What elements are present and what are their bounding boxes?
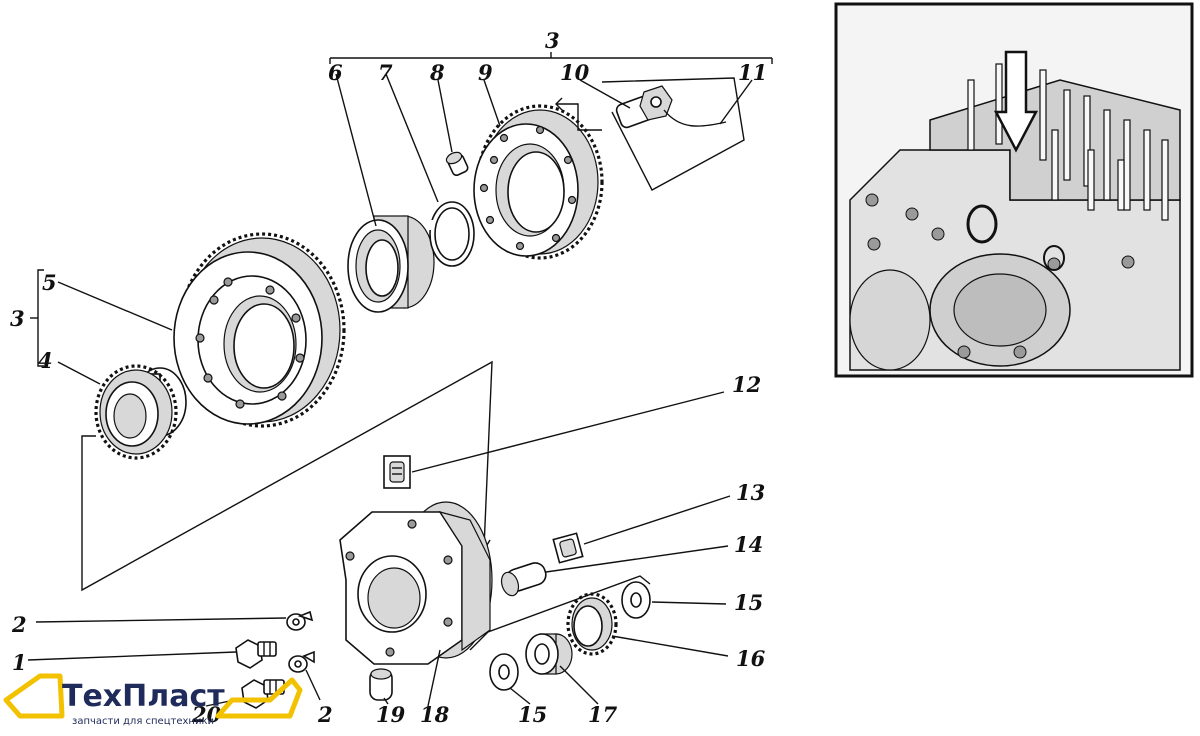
large-gear-5 bbox=[173, 232, 346, 428]
label-5: 5 bbox=[42, 270, 57, 295]
small-gear-4 bbox=[94, 364, 187, 460]
assembly-brace-left bbox=[30, 269, 44, 367]
label-15-left: 15 bbox=[518, 702, 547, 727]
label-2-top: 2 bbox=[11, 612, 27, 637]
logo-name: ТехПласт bbox=[62, 679, 225, 714]
label-7: 7 bbox=[378, 60, 393, 85]
label-13: 13 bbox=[736, 480, 765, 505]
label-10: 10 bbox=[560, 60, 590, 85]
bearing-17 bbox=[525, 633, 573, 675]
sleeve-14 bbox=[500, 562, 547, 597]
snap-ring-7 bbox=[428, 201, 475, 267]
label-2-bottom: 2 bbox=[317, 702, 333, 727]
plug-12 bbox=[383, 455, 411, 489]
fitting-10 bbox=[555, 85, 673, 131]
washer-15-right bbox=[621, 581, 651, 619]
label-4: 4 bbox=[38, 348, 53, 373]
pin-19 bbox=[369, 668, 393, 701]
group-bracket-15-17 bbox=[469, 575, 651, 651]
gear-16 bbox=[566, 592, 618, 656]
label-15-right: 15 bbox=[734, 590, 763, 615]
label-9: 9 bbox=[478, 60, 493, 85]
logo-tagline: запчасти для спецтехники bbox=[72, 716, 214, 727]
down-arrow-icon bbox=[993, 50, 1039, 153]
bearing-6 bbox=[347, 215, 435, 313]
label-3-left: 3 bbox=[10, 306, 25, 331]
label-12: 12 bbox=[732, 372, 761, 397]
assembly-bracket-top bbox=[329, 52, 773, 64]
lock-washer-2-bottom bbox=[288, 650, 315, 673]
ring-gear-9 bbox=[473, 104, 604, 260]
label-19: 19 bbox=[376, 702, 406, 727]
label-18: 18 bbox=[420, 702, 450, 727]
housing-18 bbox=[339, 501, 493, 665]
label-3-top: 3 bbox=[545, 28, 560, 53]
label-11: 11 bbox=[738, 60, 767, 85]
label-8: 8 bbox=[429, 60, 445, 85]
label-6: 6 bbox=[328, 60, 343, 85]
inset-photo bbox=[834, 2, 1194, 378]
washer-15-left bbox=[489, 653, 519, 691]
wire-11 bbox=[663, 109, 727, 127]
bolt-1 bbox=[235, 639, 277, 669]
plug-13 bbox=[552, 532, 584, 564]
label-1: 1 bbox=[12, 650, 27, 675]
lock-washer-2-top bbox=[286, 610, 314, 631]
group-outline-10-11 bbox=[601, 77, 745, 191]
connector-line-4-18 bbox=[81, 360, 493, 592]
pin-8 bbox=[445, 151, 469, 177]
label-17: 17 bbox=[588, 702, 618, 727]
label-14: 14 bbox=[734, 532, 763, 557]
label-16: 16 bbox=[736, 646, 766, 671]
company-logo: ТехПласт запчасти для спецтехники bbox=[3, 673, 303, 727]
